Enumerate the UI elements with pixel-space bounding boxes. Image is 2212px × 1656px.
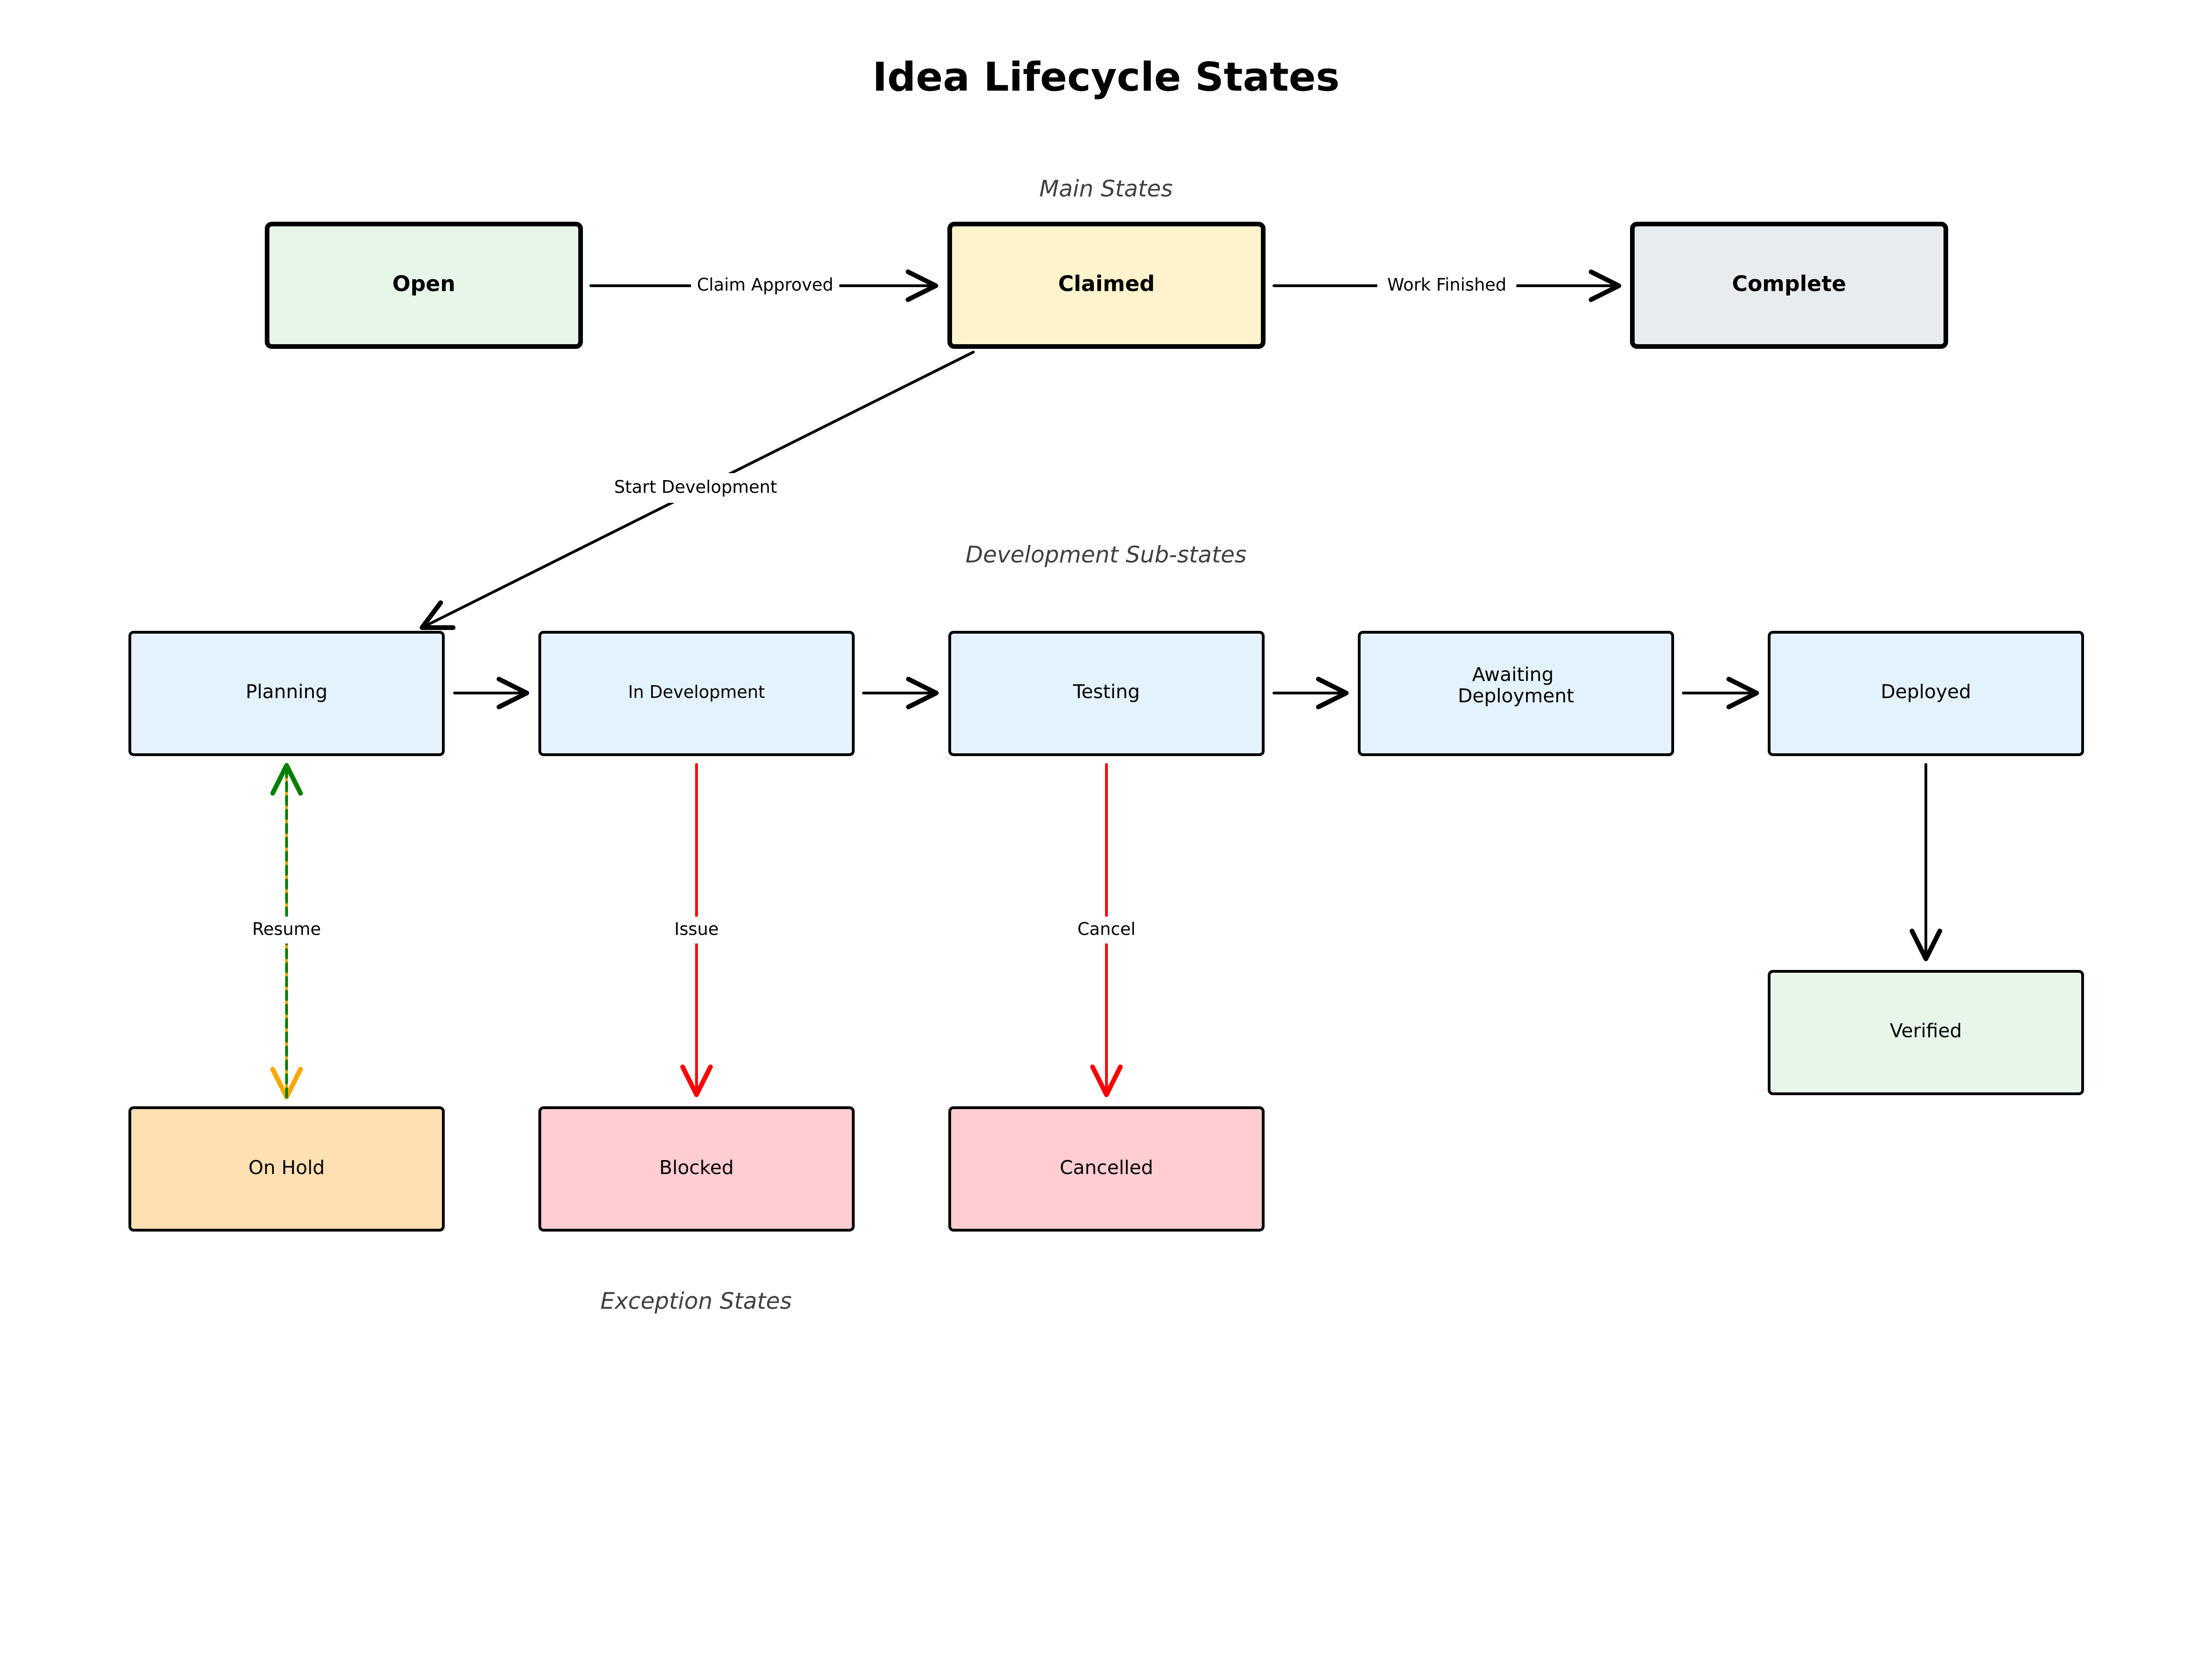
transition-resume-label-background [247, 917, 326, 944]
state-claimed [947, 222, 1266, 349]
section-label-main: Main States [1039, 176, 1173, 202]
state-verified-label: Verified [1890, 1020, 1962, 1042]
state-in-development [538, 631, 855, 756]
state-testing [948, 631, 1265, 756]
state-claimed-label: Claimed [1058, 271, 1155, 296]
state-planning-label: Planning [246, 680, 328, 703]
state-open [265, 222, 583, 349]
state-planning [128, 631, 445, 756]
transition-resume-label: Resume [252, 919, 321, 939]
state-verified [1768, 970, 2084, 1095]
state-awaiting-deployment [1358, 631, 1674, 756]
state-deployed-label: Deployed [1881, 680, 1971, 703]
state-awaiting-deployment-label-line-1: Awaiting [1472, 663, 1554, 686]
state-in-development-label: In Development [628, 682, 765, 702]
state-testing-label: Testing [1073, 680, 1140, 703]
state-deployed [1768, 631, 2084, 756]
transition-issue-label-background [667, 917, 726, 944]
transition-cancel-label: Cancel [1077, 919, 1135, 939]
state-cancelled-label: Cancelled [1060, 1156, 1153, 1179]
diagram-title: Idea Lifecycle States [872, 54, 1339, 100]
state-blocked-label: Blocked [659, 1156, 734, 1179]
transition-claim-approved-label-background [691, 271, 839, 301]
transition-work-finished-label-background [1377, 271, 1516, 301]
state-awaiting-deployment-label: Awaiting Deployment [1458, 663, 1574, 707]
section-label-exception: Exception States [601, 1288, 792, 1315]
state-complete [1630, 222, 1948, 349]
state-on-hold-label: On Hold [249, 1156, 325, 1179]
transition-start-development-label-background [607, 473, 784, 503]
state-awaiting-deployment-label-line-2: Deployment [1458, 685, 1574, 707]
transition-claim-approved-label: Claim Approved [697, 275, 833, 295]
transition-cancel-label-background [1069, 917, 1144, 944]
transition-start-development-label: Start Development [614, 477, 777, 497]
state-open-label: Open [392, 271, 455, 296]
section-label-development: Development Sub-states [965, 542, 1247, 568]
state-blocked [538, 1106, 855, 1232]
state-on-hold [128, 1106, 445, 1232]
transition-work-finished-label: Work Finished [1387, 275, 1506, 295]
transition-issue-label: Issue [674, 919, 719, 939]
state-complete-label: Complete [1732, 271, 1846, 296]
state-cancelled [948, 1106, 1265, 1232]
